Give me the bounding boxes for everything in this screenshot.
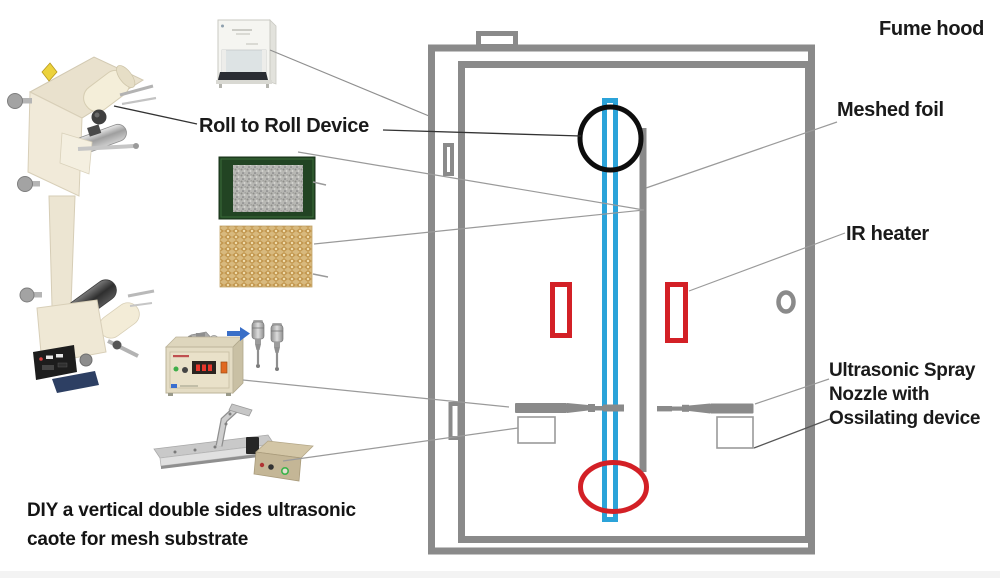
spray-nozzle-left [515, 403, 624, 413]
ultrasonic-generator-photo [165, 318, 285, 396]
leader-stub-tan-mesh [312, 273, 329, 278]
leader-gray-mesh-to-foil [297, 151, 645, 211]
leader-tan-mesh-to-foil [313, 209, 645, 245]
stainless-mesh-photo [218, 156, 316, 220]
leader-lines [113, 49, 846, 462]
leader-roll-device-to-label [113, 105, 198, 125]
warning-sticker-icon [41, 62, 58, 82]
foil-path [602, 98, 618, 522]
label-ultrasonic-nozzle-line1: Ultrasonic Spray [829, 360, 976, 381]
meshed-foil-bar [639, 128, 647, 472]
top-vent-tab [476, 31, 518, 49]
leader-meshed-foil-label [645, 121, 838, 189]
brass-mesh-photo [219, 225, 313, 288]
label-ultrasonic-nozzle: Ultrasonic Spray Nozzle with Ossilating … [829, 359, 980, 431]
label-ultrasonic-nozzle-line3: Ossilating device [829, 408, 981, 429]
spray-transducer-photo [250, 318, 266, 370]
spray-nozzle-right [657, 403, 754, 414]
oscillator-box-left [517, 416, 556, 444]
leader-label-to-top-roller [382, 129, 582, 137]
top-roller [577, 104, 644, 173]
leader-nozzle-to-label [754, 378, 830, 405]
fume-hood-enclosure [428, 44, 815, 555]
door-handle-lower [448, 402, 462, 440]
label-fume-hood: Fume hood [879, 18, 985, 40]
door-knob [776, 290, 796, 314]
label-meshed-foil: Meshed foil [837, 99, 944, 121]
caption-line1: DIY a vertical double sides ultrasonic [27, 500, 356, 521]
leader-box-to-label [753, 418, 831, 449]
bottom-strip [0, 571, 1000, 578]
ir-heater-right [665, 282, 688, 343]
leader-ir-heater-label [688, 232, 846, 292]
leader-fume-hood-photo [269, 49, 430, 117]
fume-hood-schematic [428, 31, 815, 555]
leader-generator-to-nozzle [242, 379, 510, 408]
leader-oscillator-to-box [282, 427, 519, 462]
oscillator-box-right [716, 416, 754, 449]
roll-to-roll-device-photo [7, 56, 157, 393]
leader-stub-gray-mesh [312, 181, 327, 186]
label-ir-heater: IR heater [846, 223, 929, 245]
machine-control-panel [33, 345, 77, 380]
bottom-roller [578, 460, 649, 514]
label-roll-to-roll: Roll to Roll Device [199, 115, 369, 137]
oscillating-device-photo [153, 403, 314, 482]
label-ultrasonic-nozzle-line2: Nozzle with [829, 384, 930, 405]
fume-hood-photo [216, 19, 277, 88]
power-switch [220, 361, 228, 374]
spray-transducer-photo [269, 321, 285, 373]
ir-heater-left [550, 282, 572, 338]
caption-line2: caote for mesh substrate [27, 529, 249, 550]
door-handle-upper [443, 143, 454, 176]
arrow-right-icon [227, 327, 250, 341]
inner-chamber [458, 61, 812, 543]
